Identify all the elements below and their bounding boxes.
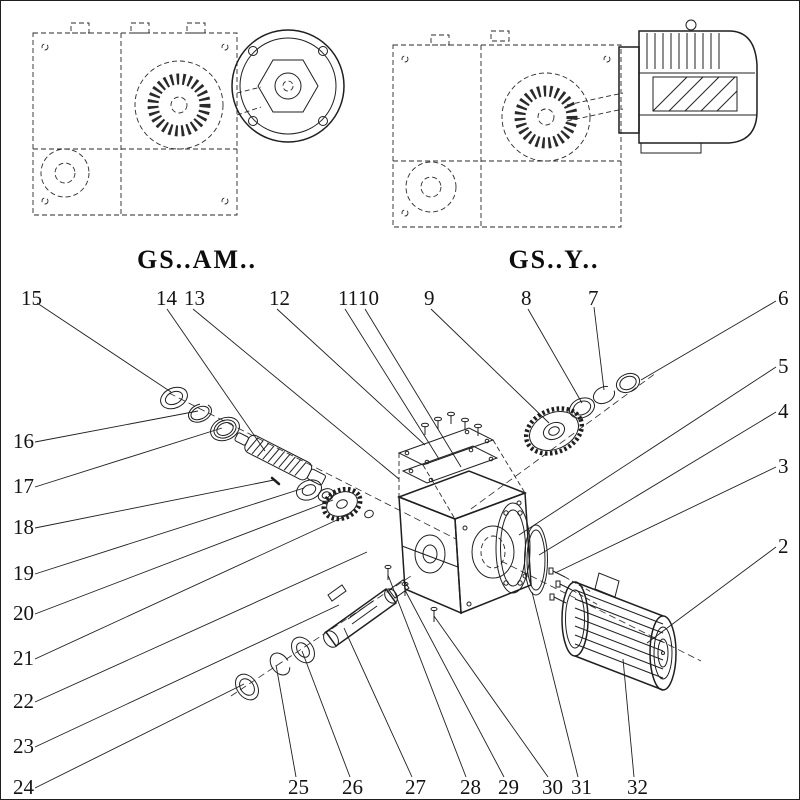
part-number-8: 8 — [521, 286, 532, 310]
part-number-21: 21 — [13, 646, 34, 670]
part-number-9: 9 — [424, 286, 435, 310]
part-number-18: 18 — [13, 515, 34, 539]
part-number-4: 4 — [778, 399, 789, 423]
gear-hatch-ring-2 — [514, 85, 578, 149]
part-number-7: 7 — [588, 286, 599, 310]
gear-washer — [569, 397, 595, 419]
gear-housing — [396, 470, 532, 615]
flange-gasket — [524, 524, 548, 596]
part-number-27: 27 — [405, 775, 426, 799]
part-number-10: 10 — [358, 286, 379, 310]
part-number-24: 24 — [13, 775, 35, 799]
part-number-16: 16 — [13, 429, 34, 453]
model-label-gs-am: GS..AM.. — [137, 245, 257, 274]
part-number-13: 13 — [184, 286, 205, 310]
part-number-12: 12 — [269, 286, 290, 310]
motor-exploded — [561, 572, 677, 691]
part-number-20: 20 — [13, 601, 34, 625]
part-number-22: 22 — [13, 689, 34, 713]
part-number-23: 23 — [13, 734, 34, 758]
spacer-ring — [317, 488, 335, 502]
part-numbers: 15 14 13 12 11 10 9 8 7 6 5 4 3 2 16 17 … — [13, 286, 789, 799]
gearbox-body-dashed-outline — [32, 22, 262, 216]
gearmotor-view-drawing — [392, 19, 758, 228]
part-number-30: 30 — [542, 775, 563, 799]
part-number-14: 14 — [156, 286, 178, 310]
helical-gear-disc — [321, 486, 363, 522]
output-flange-solid — [231, 29, 345, 143]
part-number-3: 3 — [778, 454, 789, 478]
leader-lines — [34, 300, 777, 789]
part-number-17: 17 — [13, 474, 34, 498]
input-bearing — [210, 416, 240, 442]
output-seal — [235, 673, 259, 701]
part-number-31: 31 — [571, 775, 592, 799]
part-number-6: 6 — [778, 286, 789, 310]
input-seal-ring — [160, 386, 188, 410]
part-number-5: 5 — [778, 354, 789, 378]
o-ring — [364, 509, 374, 519]
cover-projection-lines — [398, 439, 526, 520]
gearbox-flange-view-drawing — [32, 22, 345, 216]
part-number-11: 11 — [338, 286, 358, 310]
dowel-pin — [270, 476, 281, 486]
input-circlip — [188, 403, 212, 423]
part-number-25: 25 — [288, 775, 309, 799]
part-number-19: 19 — [13, 561, 34, 585]
shaft-key — [327, 584, 347, 602]
output-shaft — [323, 579, 410, 648]
gear-circlip — [592, 385, 616, 405]
gear-hatch-ring — [147, 73, 211, 137]
output-bearing — [291, 636, 315, 664]
gear-retaining-ring — [615, 372, 641, 394]
cover-screws — [421, 411, 482, 436]
flange-bolts — [548, 567, 601, 607]
part-number-28: 28 — [460, 775, 481, 799]
housing-screws — [384, 564, 438, 622]
worm-wheel-gear — [523, 406, 585, 456]
part-number-29: 29 — [498, 775, 519, 799]
part-number-26: 26 — [342, 775, 363, 799]
center-axis-lines — [168, 372, 702, 697]
part-number-15: 15 — [21, 286, 42, 310]
part-number-32: 32 — [627, 775, 648, 799]
worm-shaft — [234, 432, 326, 486]
part-number-2: 2 — [778, 534, 789, 558]
worm-bearing — [296, 479, 322, 501]
electric-motor-solid — [618, 19, 758, 154]
output-circlip — [269, 652, 291, 676]
model-label-gs-y: GS..Y.. — [508, 245, 599, 274]
cover-gasket — [401, 445, 499, 484]
gearbox-body-dashed-outline-2 — [392, 30, 624, 228]
